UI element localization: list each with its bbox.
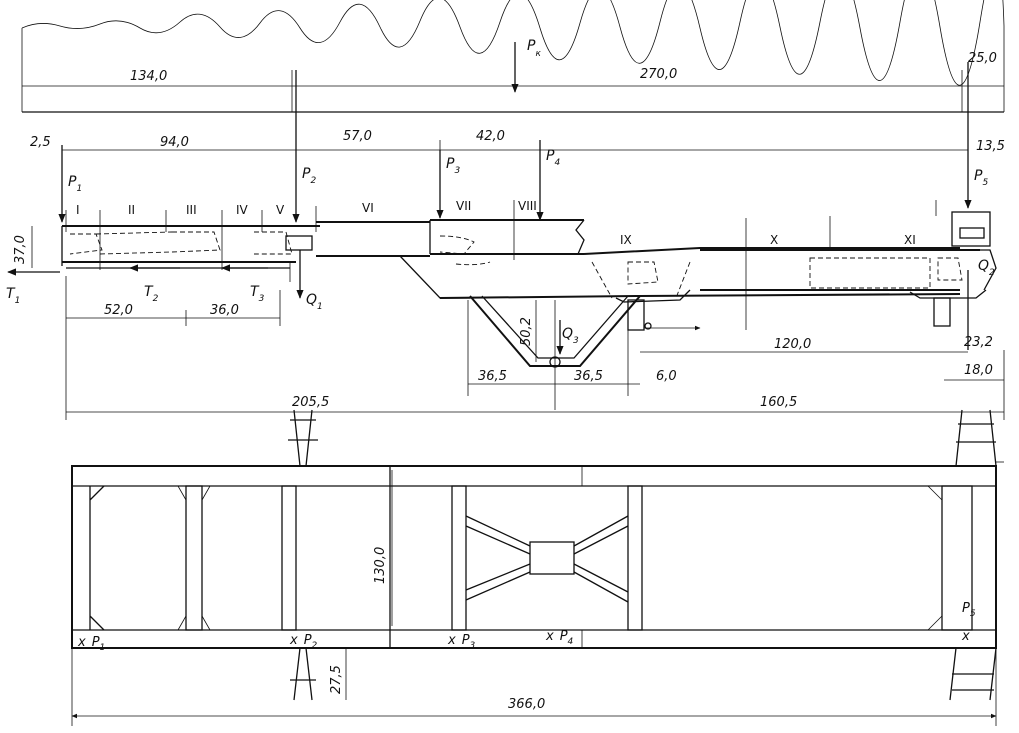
section-label-5: V (276, 203, 285, 217)
load-bar: 134,0 270,0 25,0 Pк (21, 0, 1005, 113)
dim-50-2: 50,2 (519, 317, 534, 346)
force-q1-label: Q1 (306, 292, 323, 312)
plan-front-crossmember (89, 485, 105, 631)
dim-94: 94,0 (160, 135, 189, 150)
resultant-force-label: Pк (527, 38, 541, 59)
section-label-6: VI (362, 201, 374, 215)
dim-130: 130,0 (373, 547, 388, 584)
force-p5-label: P5 (974, 168, 988, 188)
dim-205-5: 205,5 (292, 395, 329, 410)
plan-x-member (465, 515, 629, 603)
section-label-1: I (76, 203, 80, 217)
section-label-11: XI (904, 233, 916, 247)
dim-36-5-b: 36,5 (574, 369, 603, 384)
plan-outer-frame (71, 465, 997, 649)
dim-134: 134,0 (130, 69, 167, 84)
plan-front-axle (288, 409, 318, 701)
dim-160-5: 160,5 (760, 395, 797, 410)
dim-42: 42,0 (476, 129, 505, 144)
section-label-9: IX (620, 233, 632, 247)
section-label-8: VIII (518, 199, 537, 213)
center-crossmember (439, 247, 961, 410)
front-beam (61, 225, 320, 282)
dim-120: 120,0 (774, 337, 811, 352)
section-ticks (65, 200, 937, 330)
dim-2-5: 2,5 (30, 135, 51, 150)
force-p3-label: P3 (446, 156, 460, 176)
dim-23-2: 23,2 (964, 335, 993, 350)
dim-18: 18,0 (964, 363, 993, 378)
dim-270: 270,0 (640, 67, 677, 82)
force-t2-label: T2 (144, 284, 159, 304)
force-p2-label: P2 (302, 166, 316, 186)
dim-36: 36,0 (210, 303, 239, 318)
section-label-7: VII (456, 199, 471, 213)
force-p4-label: P4 (546, 148, 560, 168)
rear-beam (700, 211, 997, 350)
dim-36-5-a: 36,5 (478, 369, 507, 384)
dim-37: 37,0 (13, 235, 28, 264)
force-t3-label: T3 (250, 284, 265, 304)
dim-27-5: 27,5 (329, 665, 344, 694)
force-q3-label: Q3 (562, 326, 579, 346)
section-label-10: X (770, 233, 778, 247)
plan-crossmembers (177, 485, 973, 631)
dim-13-5: 13,5 (976, 139, 1005, 154)
section-label-3: III (186, 203, 197, 217)
plan-point-p5-label: P5 (962, 601, 976, 619)
dim-6: 6,0 (656, 369, 677, 384)
middle-beam (316, 219, 585, 299)
section-label-4: IV (236, 203, 249, 217)
load-wavy-top (21, 0, 1005, 86)
section-label-2: II (128, 203, 135, 217)
dim-366: 366,0 (508, 697, 545, 712)
plan-point-p5-mark: x (961, 629, 970, 644)
force-q2-label: Q2 (978, 258, 995, 278)
dim-25: 25,0 (968, 51, 997, 66)
dim-57: 57,0 (343, 129, 372, 144)
force-p1-label: P1 (68, 174, 82, 194)
dim-52: 52,0 (104, 303, 133, 318)
plan-rear-axle (949, 409, 1004, 701)
side-view: 2,5 94,0 57,0 42,0 13,5 P1 P2 P3 P4 P5 I… (6, 62, 1005, 420)
force-t1-label: T1 (6, 286, 20, 306)
